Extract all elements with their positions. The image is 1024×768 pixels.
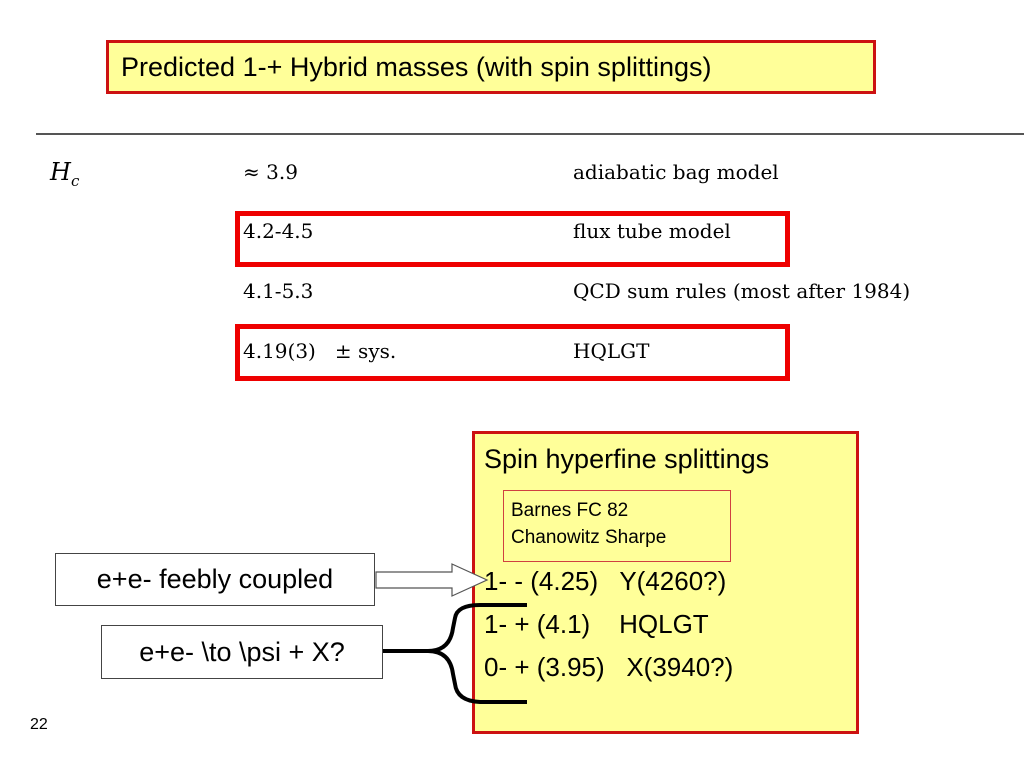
table-cell-model: QCD sum rules (most after 1984): [573, 279, 911, 303]
psi-production-label: e+e- \to \psi + X?: [101, 625, 383, 679]
highlight-rect-flux-tube: [235, 211, 790, 267]
spin-splittings-title: Spin hyperfine splittings: [484, 444, 770, 474]
brace-lower: [427, 649, 527, 704]
table-cell-model: adiabatic bag model: [573, 160, 779, 184]
table-cell-mass: ≈ 3.9: [243, 160, 298, 184]
state-line-1mm: 1- - (4.25) Y(4260?): [484, 566, 727, 596]
table-cell-model: HQLGT: [573, 339, 650, 363]
reference-box: Barnes FC 82 Chanowitz Sharpe: [503, 490, 731, 562]
reference-line: Barnes FC 82: [511, 500, 629, 521]
table-cell-mass: 4.1-5.3: [243, 279, 314, 303]
feebly-coupled-label: e+e- feebly coupled: [55, 553, 375, 606]
table-cell-mass: 4.2-4.5: [243, 219, 314, 243]
slide-title: Predicted 1-+ Hybrid masses (with spin s…: [106, 40, 876, 94]
state-line-1mp: 1- + (4.1) HQLGT: [484, 609, 709, 639]
highlight-rect-hqlgt: [235, 324, 790, 381]
table-top-rule: [36, 133, 1024, 135]
table-cell-model: flux tube model: [573, 219, 731, 243]
state-line-0mp: 0- + (3.95) X(3940?): [484, 652, 734, 682]
hc-symbol: Hc: [50, 158, 80, 190]
brace-upper: [383, 603, 527, 653]
table-cell-mass: 4.19(3) ± sys.: [243, 339, 397, 363]
spin-splittings-panel: [472, 431, 859, 734]
table-row-label-hc: Hc: [50, 158, 79, 190]
reference-line: Chanowitz Sharpe: [511, 527, 667, 548]
slide-number: 22: [30, 716, 48, 733]
right-arrow-icon: [375, 563, 489, 597]
